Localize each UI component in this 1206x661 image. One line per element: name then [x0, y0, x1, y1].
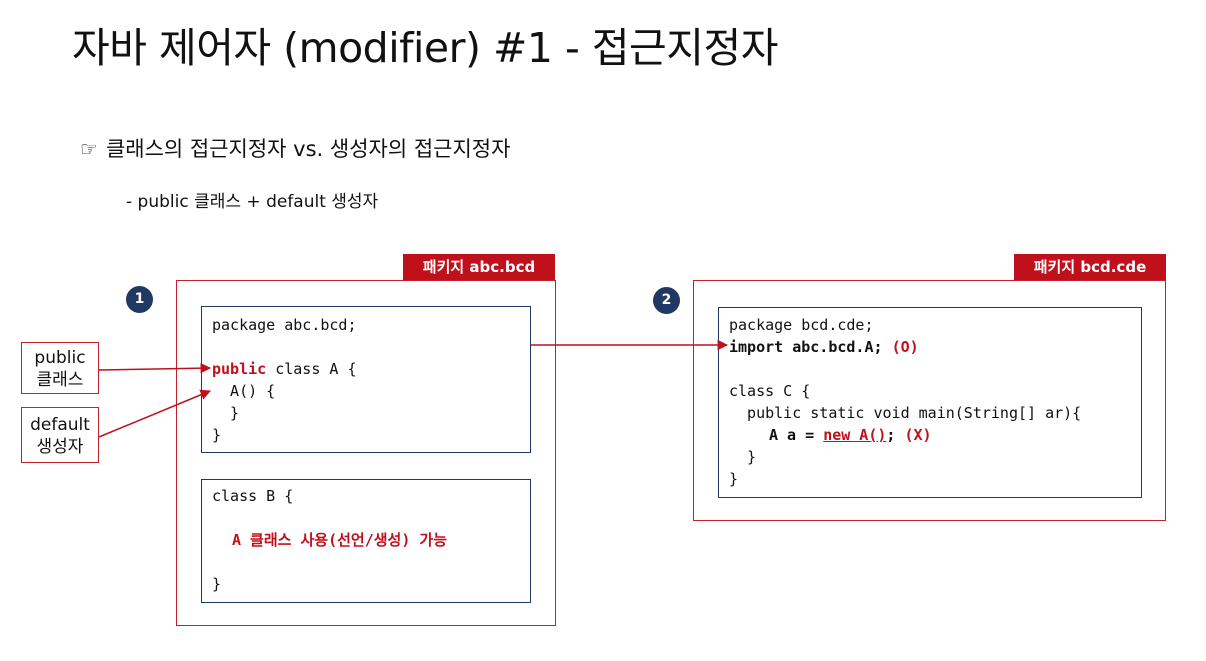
arrow-public-class	[98, 362, 212, 374]
code-line: public class A {	[212, 358, 357, 380]
semicolon: ;	[886, 426, 896, 444]
class-c-code-box: package bcd.cde; import abc.bcd.A; (O) c…	[718, 307, 1142, 498]
code-line: }	[212, 404, 240, 422]
import-statement: import abc.bcd.A;	[729, 338, 883, 356]
code-line: package abc.bcd;	[212, 316, 357, 334]
callout-default-constructor: default 생성자	[21, 407, 99, 463]
page-title: 자바 제어자 (modifier) #1 - 접근지정자	[72, 24, 778, 72]
import-ok-mark: (O)	[891, 338, 919, 356]
callout-public-class: public 클래스	[21, 342, 99, 394]
code-line: A a = new A(); (X)	[769, 424, 932, 446]
new-fail-mark: (X)	[904, 426, 932, 444]
callout-line: public	[34, 348, 86, 368]
class-b-usage-note: A 클래스 사용(선언/생성) 가능	[232, 531, 448, 549]
public-keyword: public	[212, 360, 267, 378]
callout-line: 클래스	[36, 370, 84, 390]
package-tab-abc-bcd: 패키지 abc.bcd	[403, 254, 555, 281]
code-line: }	[729, 448, 757, 466]
code-line: import abc.bcd.A; (O)	[729, 336, 919, 358]
arrow-default-constructor	[98, 389, 211, 438]
callout-line: 생성자	[36, 437, 84, 457]
code-line: }	[729, 470, 739, 488]
package-tab-bcd-cde: 패키지 bcd.cde	[1014, 254, 1166, 281]
callout-line: default	[30, 415, 90, 435]
code-line: class B {	[212, 487, 294, 505]
code-line: class C {	[729, 382, 811, 400]
bullet-point: ☞ 클래스의 접근지정자 vs. 생성자의 접근지정자	[80, 133, 510, 165]
sub-bullet-text: - public 클래스 + default 생성자	[126, 192, 379, 212]
pointing-hand-icon: ☞	[80, 137, 98, 161]
step-number-2: 2	[653, 287, 680, 314]
code-text: class A {	[266, 360, 357, 378]
new-expression: new A()	[823, 426, 887, 444]
bullet-text: 클래스의 접근지정자 vs. 생성자의 접근지정자	[105, 137, 511, 161]
step-number-1: 1	[126, 286, 153, 313]
declaration: A a =	[769, 426, 824, 444]
class-b-code-box: class B { A 클래스 사용(선언/생성) 가능 }	[201, 479, 531, 603]
package-box-abc-bcd	[176, 280, 556, 626]
code-line: public static void main(String[] ar){	[729, 404, 1082, 422]
code-line: package bcd.cde;	[729, 316, 874, 334]
code-line: A() {	[212, 382, 276, 400]
code-line: }	[212, 575, 222, 593]
code-line: }	[212, 426, 222, 444]
class-a-code-box: package abc.bcd; public class A { A() { …	[201, 306, 531, 453]
package-box-bcd-cde	[693, 280, 1166, 521]
